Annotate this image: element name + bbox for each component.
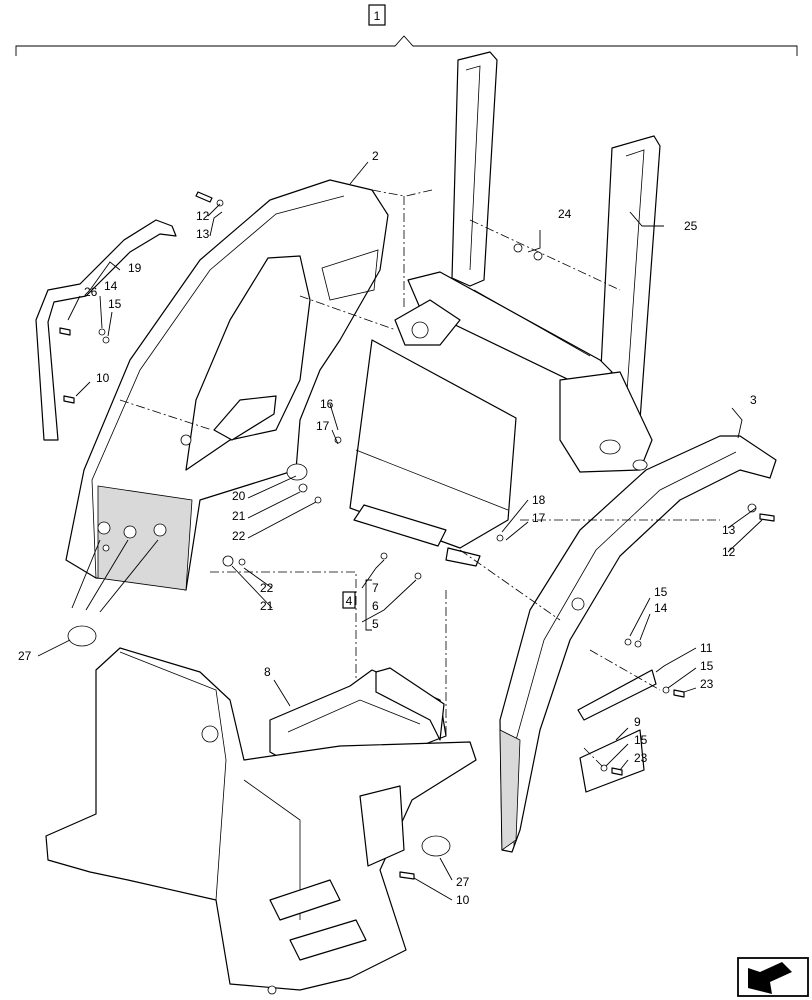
- callout-c20[interactable]: 20: [232, 489, 246, 503]
- washer-14-right: [634, 640, 642, 648]
- cap-27-right: [421, 835, 451, 857]
- callout-c7[interactable]: 7: [372, 581, 379, 595]
- callout-c22a[interactable]: 22: [232, 529, 246, 543]
- callout-c5[interactable]: 5: [372, 617, 379, 631]
- callout-c8[interactable]: 8: [264, 665, 271, 679]
- callout-labels: 2356789101011121213131414151515151617171…: [18, 149, 757, 907]
- pad-20: [286, 463, 308, 481]
- callout-c14a[interactable]: 14: [104, 279, 118, 293]
- bolt-10-right: [399, 871, 415, 880]
- callout-c3[interactable]: 3: [750, 393, 757, 407]
- washer-14-left: [98, 328, 106, 336]
- callout-c19[interactable]: 19: [128, 261, 142, 275]
- leader-lines: [37, 161, 763, 901]
- rear-panel: [349, 339, 517, 567]
- callout-c10a[interactable]: 10: [96, 371, 110, 385]
- bolt-5: [414, 572, 422, 580]
- callout-c13b[interactable]: 13: [722, 523, 736, 537]
- left-handrail: [35, 219, 177, 441]
- callout-c11[interactable]: 11: [700, 641, 713, 655]
- washer-12-left: [216, 199, 224, 207]
- callout-c21b[interactable]: 21: [260, 599, 274, 613]
- washer-15-plate11: [662, 686, 670, 694]
- nut-24b: [533, 251, 543, 261]
- bolt-22-lower: [238, 558, 246, 566]
- callout-c15b[interactable]: 15: [654, 585, 668, 599]
- bolt-12-right: [759, 513, 775, 522]
- callout-c6[interactable]: 6: [372, 599, 379, 613]
- callout-c14b[interactable]: 14: [654, 601, 668, 615]
- washer-21-lower: [222, 555, 234, 567]
- callout-c16[interactable]: 16: [320, 397, 334, 411]
- callout-c24[interactable]: 24: [558, 207, 572, 221]
- subassembly-label[interactable]: 4: [346, 594, 353, 608]
- assembly-box: [368, 4, 386, 26]
- cap-27-left: [67, 625, 97, 647]
- back-arrow-icon[interactable]: [737, 957, 809, 997]
- callout-c25[interactable]: 25: [684, 219, 698, 233]
- bolt-18: [496, 534, 504, 542]
- callout-c27a[interactable]: 27: [18, 649, 32, 663]
- washer-15-plate9: [600, 764, 608, 772]
- bolt-12-13-left: [195, 191, 213, 203]
- bolt-23a: [673, 689, 685, 698]
- assembly-label[interactable]: 1: [374, 9, 381, 23]
- callout-c21a[interactable]: 21: [232, 509, 246, 523]
- bolt-7: [380, 552, 388, 560]
- subassembly-box: [342, 591, 356, 609]
- callout-c2[interactable]: 2: [372, 149, 379, 163]
- washer-15-left: [102, 336, 110, 344]
- callout-c17a[interactable]: 17: [316, 419, 330, 433]
- callout-c23a[interactable]: 23: [700, 677, 714, 691]
- callout-c9[interactable]: 9: [634, 715, 641, 729]
- hardware: [59, 191, 775, 880]
- bolt-26: [59, 327, 71, 336]
- washer-21: [298, 483, 308, 493]
- bolt-22: [314, 496, 322, 504]
- callout-c26[interactable]: 26: [84, 285, 98, 299]
- callout-c13a[interactable]: 13: [196, 227, 210, 241]
- callout-c15d[interactable]: 15: [634, 733, 648, 747]
- callout-c15c[interactable]: 15: [700, 659, 714, 673]
- bolt-10-left: [63, 395, 75, 404]
- subassembly-bracket: 4: [342, 579, 372, 631]
- bolt-23b: [611, 767, 623, 776]
- callout-c27b[interactable]: 27: [456, 875, 470, 889]
- callout-c12b[interactable]: 12: [722, 545, 736, 559]
- callout-c22b[interactable]: 22: [260, 581, 274, 595]
- callout-c15a[interactable]: 15: [108, 297, 122, 311]
- washer-15-right: [624, 638, 632, 646]
- nut-24a: [513, 243, 523, 253]
- callout-c12a[interactable]: 12: [196, 209, 210, 223]
- cab-floor: [45, 647, 477, 995]
- alignment-lines: [119, 189, 720, 769]
- callout-c23b[interactable]: 23: [634, 751, 648, 765]
- callout-c18[interactable]: 18: [532, 493, 546, 507]
- right-fender: [499, 435, 777, 853]
- callout-c10b[interactable]: 10: [456, 893, 470, 907]
- callout-c17b[interactable]: 17: [532, 511, 546, 525]
- assembly-bracket: 1: [15, 4, 798, 56]
- plates: [577, 669, 657, 793]
- left-fender: [65, 179, 389, 591]
